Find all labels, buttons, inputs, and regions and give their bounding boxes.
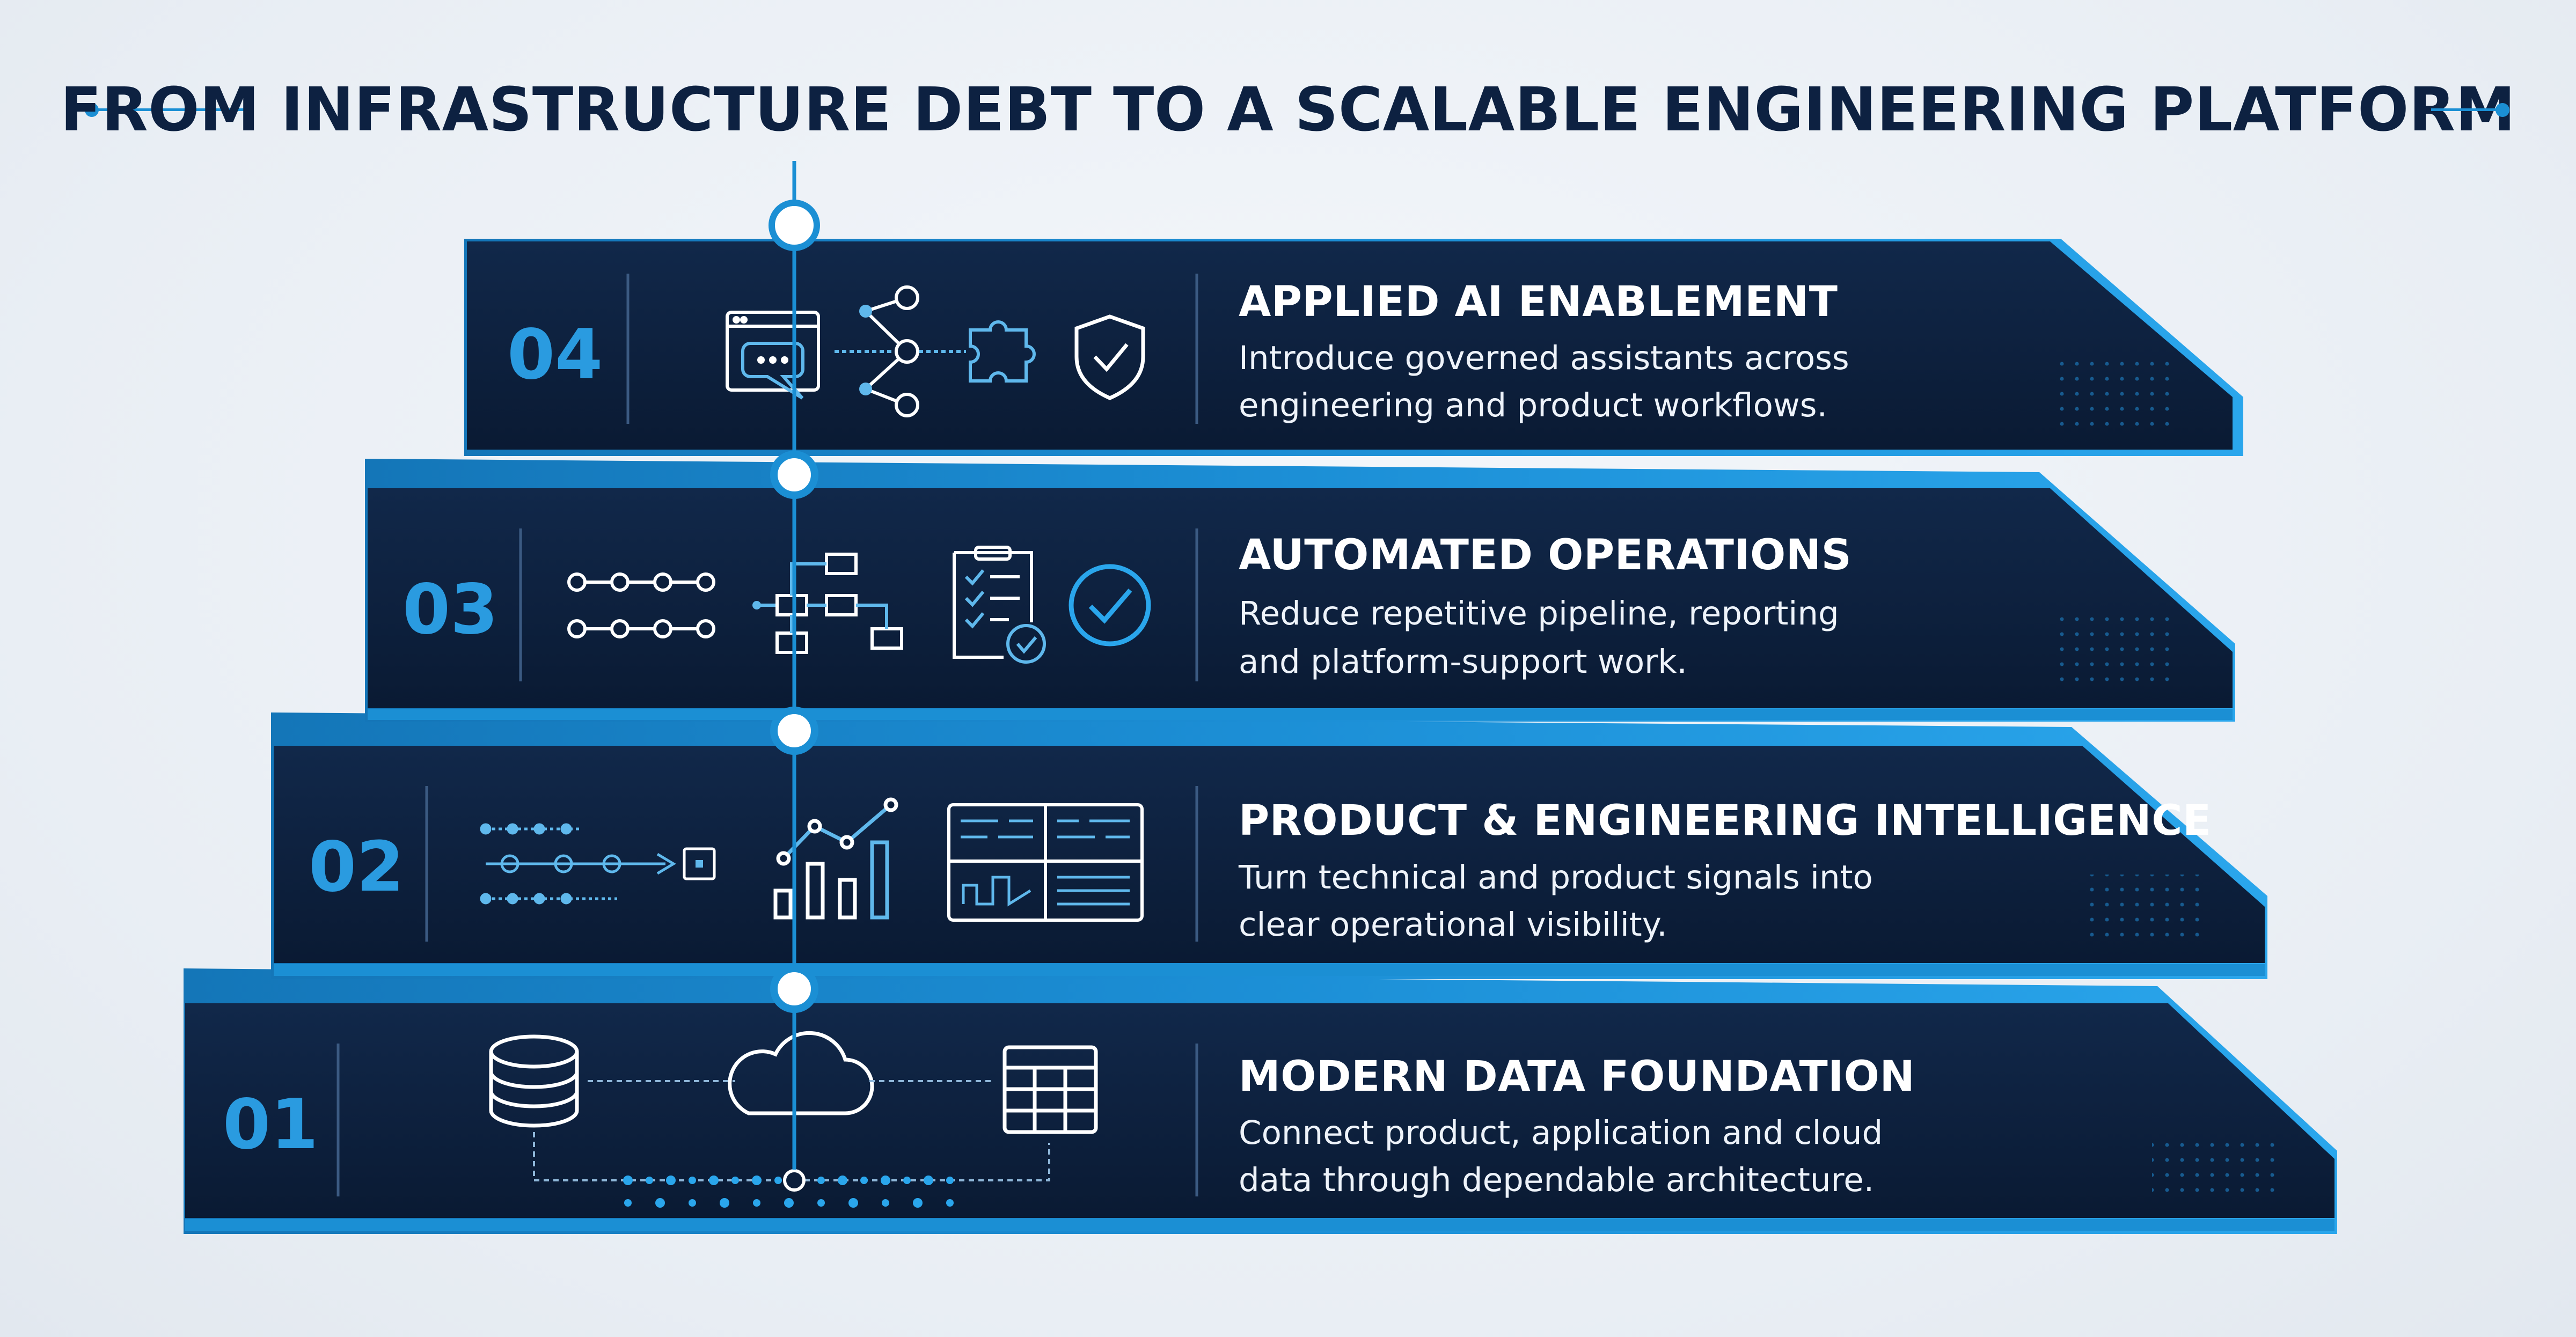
data-hub-node [783,1169,806,1192]
data-route-line [533,1132,1050,1181]
flowchart-icon [752,553,903,654]
central-timeline [769,161,820,1170]
step-01-description-line1: Connect product, application and cloud [1239,1114,1883,1152]
title-left-dot [85,103,99,117]
layer-04-dot-texture [2055,359,2179,429]
layer-02-dot-texture [2082,875,2206,944]
layer-03-number: 03 [402,570,498,650]
layer-02-number: 02 [309,827,404,907]
step-04-heading: APPLIED AI ENABLEMENT [1239,278,1838,326]
step-02-description-line1: Turn technical and product signals into [1239,858,1873,897]
layer-03-panel [368,488,2233,708]
step-02-heading: PRODUCT & ENGINEERING INTELLIGENCE [1239,797,2212,845]
cloud-icon [728,1031,874,1115]
layer-03: 03 [365,459,2235,722]
timeline-node-top [769,200,820,251]
step-03-description-line2: and platform-support work. [1239,643,1687,681]
layer-04: 04 [464,239,2243,456]
page-title: FROM INFRASTRUCTURE DEBT TO A SCALABLE E… [60,75,2516,145]
step-03-heading: AUTOMATED OPERATIONS [1239,531,1852,579]
layer-02-base-strip [274,964,2265,976]
layer-01-number: 01 [223,1085,318,1165]
layer-01-panel [185,1003,2334,1218]
timeline-node-02-01 [770,965,818,1013]
layer-02-panel [274,746,2265,963]
title-right-dot [2496,103,2509,117]
layer-01-base-strip [185,1219,2334,1231]
timeline-node-04-03 [770,451,818,499]
node-network-icon [835,285,966,417]
puzzle-piece-icon [969,320,1036,383]
table-grid-icon [1002,1045,1098,1134]
title-right-line [2431,108,2501,111]
layer-03-base-strip [368,709,2233,720]
title-row: FROM INFRASTRUCTURE DEBT TO A SCALABLE E… [0,64,2576,156]
layer-02: 02 [271,712,2267,979]
step-04-description-line2: engineering and product workflows. [1239,386,1827,424]
step-04-description-line1: Introduce governed assistants across [1239,339,1849,377]
step-01-heading: MODERN DATA FOUNDATION [1239,1053,1915,1101]
layer-03-dot-texture [2050,617,2174,687]
checklist-icon [953,546,1046,664]
data-dots-icon [623,1176,954,1208]
pipeline-chain-icon [567,572,715,638]
shield-check-icon [1074,314,1145,400]
title-left-line [91,108,247,111]
signal-flow-icon [480,823,716,905]
layer-01-dot-texture [2152,1132,2281,1202]
layer-04-number: 04 [507,315,603,395]
step-01-description-line2: data through dependable architecture. [1239,1161,1875,1199]
database-icon [489,1034,579,1128]
timeline-node-03-02 [770,707,818,755]
step-02-description-line2: clear operational visibility. [1239,906,1667,944]
layer-01: 01 [184,968,2337,1234]
step-03-description-line1: Reduce repetitive pipeline, reporting [1239,594,1839,633]
bar-trend-chart-icon [773,797,898,920]
dashboard-grid-icon [947,803,1144,922]
check-circle-icon [1069,564,1151,647]
